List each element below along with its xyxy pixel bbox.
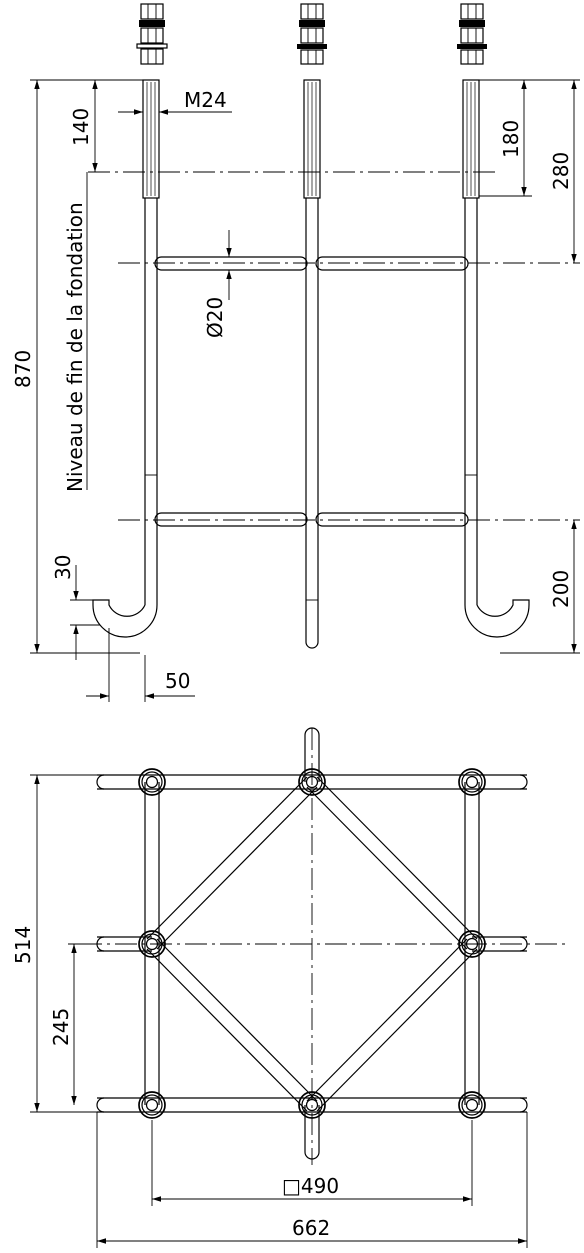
dimension-top-half: 245 xyxy=(49,943,100,1105)
rod-node-middle-right xyxy=(458,930,486,958)
dimension-bar-diameter: Ø20 xyxy=(203,230,232,338)
rod-node-bottom-middle xyxy=(298,1091,326,1119)
dimension-right-lower: 200 xyxy=(500,520,580,654)
dim-top-height-label: 514 xyxy=(11,926,35,964)
dimension-hook-width: 50 xyxy=(86,628,195,702)
anchor-rod-left xyxy=(92,79,160,638)
nut-stack-right xyxy=(457,3,487,65)
frame-bar-bottom xyxy=(96,1097,528,1113)
dimension-top-height: 514 xyxy=(11,774,145,1113)
dimension-right-total-upper: 280 xyxy=(549,80,577,263)
horizontal-bar-upper xyxy=(154,256,469,271)
dim-right-upper-label: 180 xyxy=(499,120,523,158)
dim-thread-label: M24 xyxy=(184,88,227,112)
foundation-level-label: Niveau de fin de la fondation xyxy=(63,202,87,492)
dimension-thread: M24 xyxy=(118,88,232,115)
dimension-thread-length: 140 xyxy=(69,79,143,172)
rod-node-top-left xyxy=(138,768,166,796)
rod-node-bottom-right xyxy=(458,1091,486,1119)
dim-top-width-label: 662 xyxy=(292,1216,330,1240)
dim-top-square-label: □490 xyxy=(282,1174,339,1198)
dim-thread-length-label: 140 xyxy=(69,108,93,146)
nut-stack-middle xyxy=(297,3,327,65)
top-view: 514 245 □490 662 xyxy=(11,727,570,1248)
dim-hook-width-label: 50 xyxy=(165,669,190,693)
rod-node-top-right xyxy=(458,768,486,796)
dimension-top-square: □490 xyxy=(151,1120,473,1206)
dim-total-height-label: 870 xyxy=(11,350,35,388)
dimension-right-upper: 180 xyxy=(479,79,580,197)
horizontal-bar-lower xyxy=(154,512,469,527)
rod-node-bottom-left xyxy=(138,1091,166,1119)
anchor-rod-right xyxy=(462,79,530,638)
dim-right-lower-label: 200 xyxy=(549,570,573,608)
dim-right-total-upper-label: 280 xyxy=(549,152,573,190)
nut-stack-left xyxy=(136,3,168,65)
rod-node-middle-left xyxy=(138,930,166,958)
dim-top-half-label: 245 xyxy=(49,1008,73,1046)
dimension-hook-height: 30 xyxy=(51,555,109,660)
frame-bar-right xyxy=(464,782,480,1105)
anchor-rod-middle xyxy=(303,79,321,649)
diamond-bars xyxy=(146,776,478,1112)
dimension-top-width: 662 xyxy=(96,1112,528,1248)
frame-bar-left xyxy=(144,782,160,1105)
dim-hook-height-label: 30 xyxy=(51,555,75,580)
dimension-total-height: 870 xyxy=(11,79,143,654)
rod-node-top-middle xyxy=(298,768,326,796)
front-view: M24 140 870 Niveau de fin de la fondatio… xyxy=(11,3,580,702)
dim-bar-diameter-label: Ø20 xyxy=(203,297,227,338)
